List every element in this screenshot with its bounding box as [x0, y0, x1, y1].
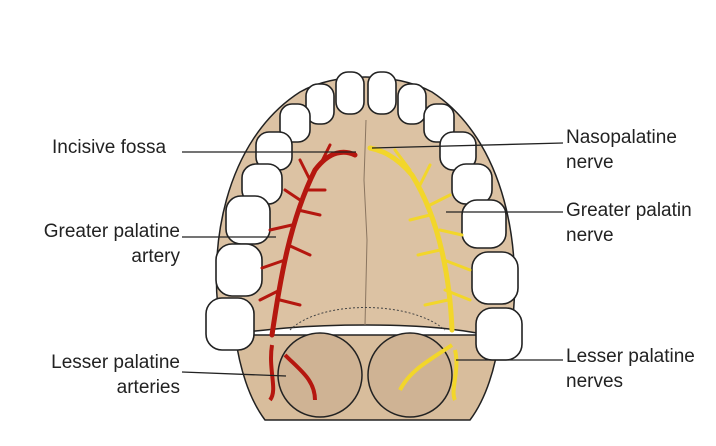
label-incisive-fossa: Incisive fossa: [52, 137, 167, 158]
label-line: Greater palatin: [566, 200, 692, 221]
label-line: arteries: [116, 377, 180, 398]
label-line: nerves: [566, 371, 624, 392]
pterygoid-left: [277, 332, 363, 418]
label-line: nerve: [566, 225, 614, 246]
lesser-palatine-nerves: [398, 343, 459, 401]
label-greater-palatine-artery: Greater palatine artery: [44, 219, 180, 269]
label-line: Nasopalatine: [566, 127, 677, 148]
label-line: Greater palatine: [43, 221, 180, 242]
label-lesser-palatine-arteries: Lesser palatine arteries: [51, 350, 180, 400]
leader-lines: [181, 142, 564, 377]
lesser-palatine-arteries: [268, 344, 317, 402]
label-nasopalatine-nerve: Nasopalatine nerve: [566, 125, 677, 175]
label-line: nerve: [566, 152, 614, 173]
label-line: Lesser palatine: [566, 346, 695, 367]
midline-suture: [363, 119, 368, 326]
palatine-suture: [289, 307, 446, 331]
label-line: Lesser palatine: [51, 352, 180, 373]
label-line: artery: [131, 246, 180, 267]
label-greater-palatine-nerve: Greater palatin nerve: [566, 198, 692, 248]
label-lesser-palatine-nerves: Lesser palatine nerves: [566, 344, 695, 394]
greater-palatine-nerve: [367, 145, 472, 333]
